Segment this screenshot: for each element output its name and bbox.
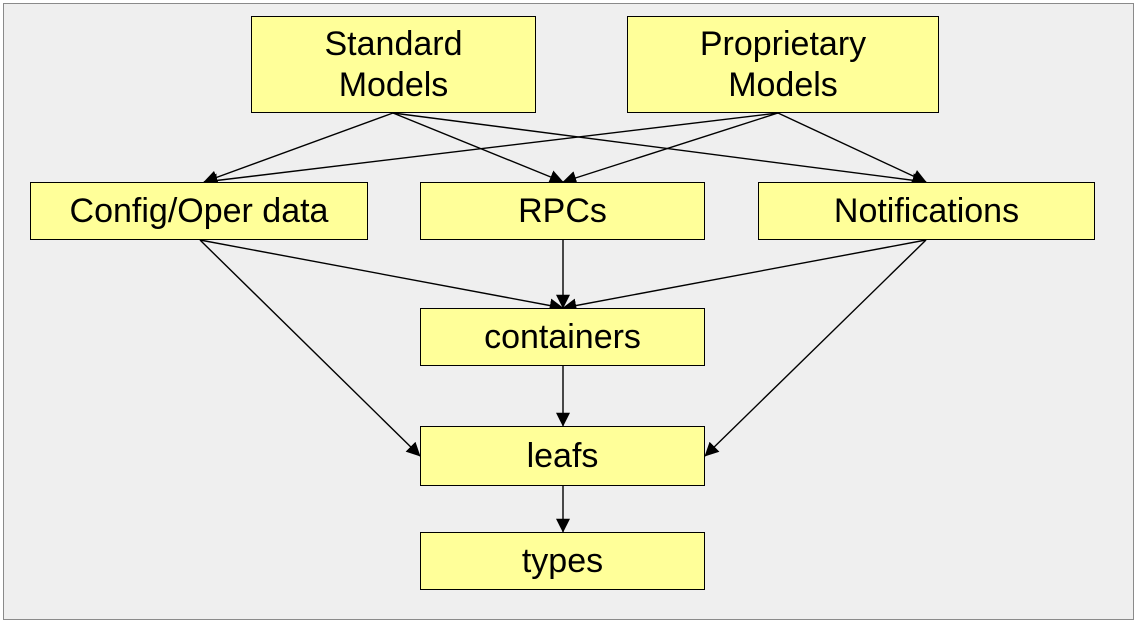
node-containers: containers — [420, 308, 705, 366]
edge-config-oper-data-to-leafs — [199, 239, 421, 457]
edge-proprietary-models-to-notifications — [777, 112, 927, 183]
node-notifications: Notifications — [758, 182, 1095, 240]
edge-proprietary-models-to-rpcs — [562, 112, 779, 185]
edge-notifications-to-leafs — [704, 239, 927, 457]
edge-standard-models-to-notifications — [392, 112, 927, 188]
edge-notifications-to-containers — [562, 239, 927, 313]
node-rpcs: RPCs — [420, 182, 705, 240]
edge-standard-models-to-config-oper-data — [203, 112, 394, 185]
node-standard-models: Standard Models — [251, 16, 536, 113]
edge-standard-models-to-rpcs — [392, 112, 564, 184]
edge-config-oper-data-to-containers — [199, 239, 564, 313]
node-types: types — [420, 532, 705, 590]
node-leafs: leafs — [420, 426, 705, 486]
node-config-oper-data: Config/Oper data — [30, 182, 368, 240]
node-proprietary-models: Proprietary Models — [627, 16, 939, 113]
edge-proprietary-models-to-config-oper-data — [203, 112, 779, 188]
